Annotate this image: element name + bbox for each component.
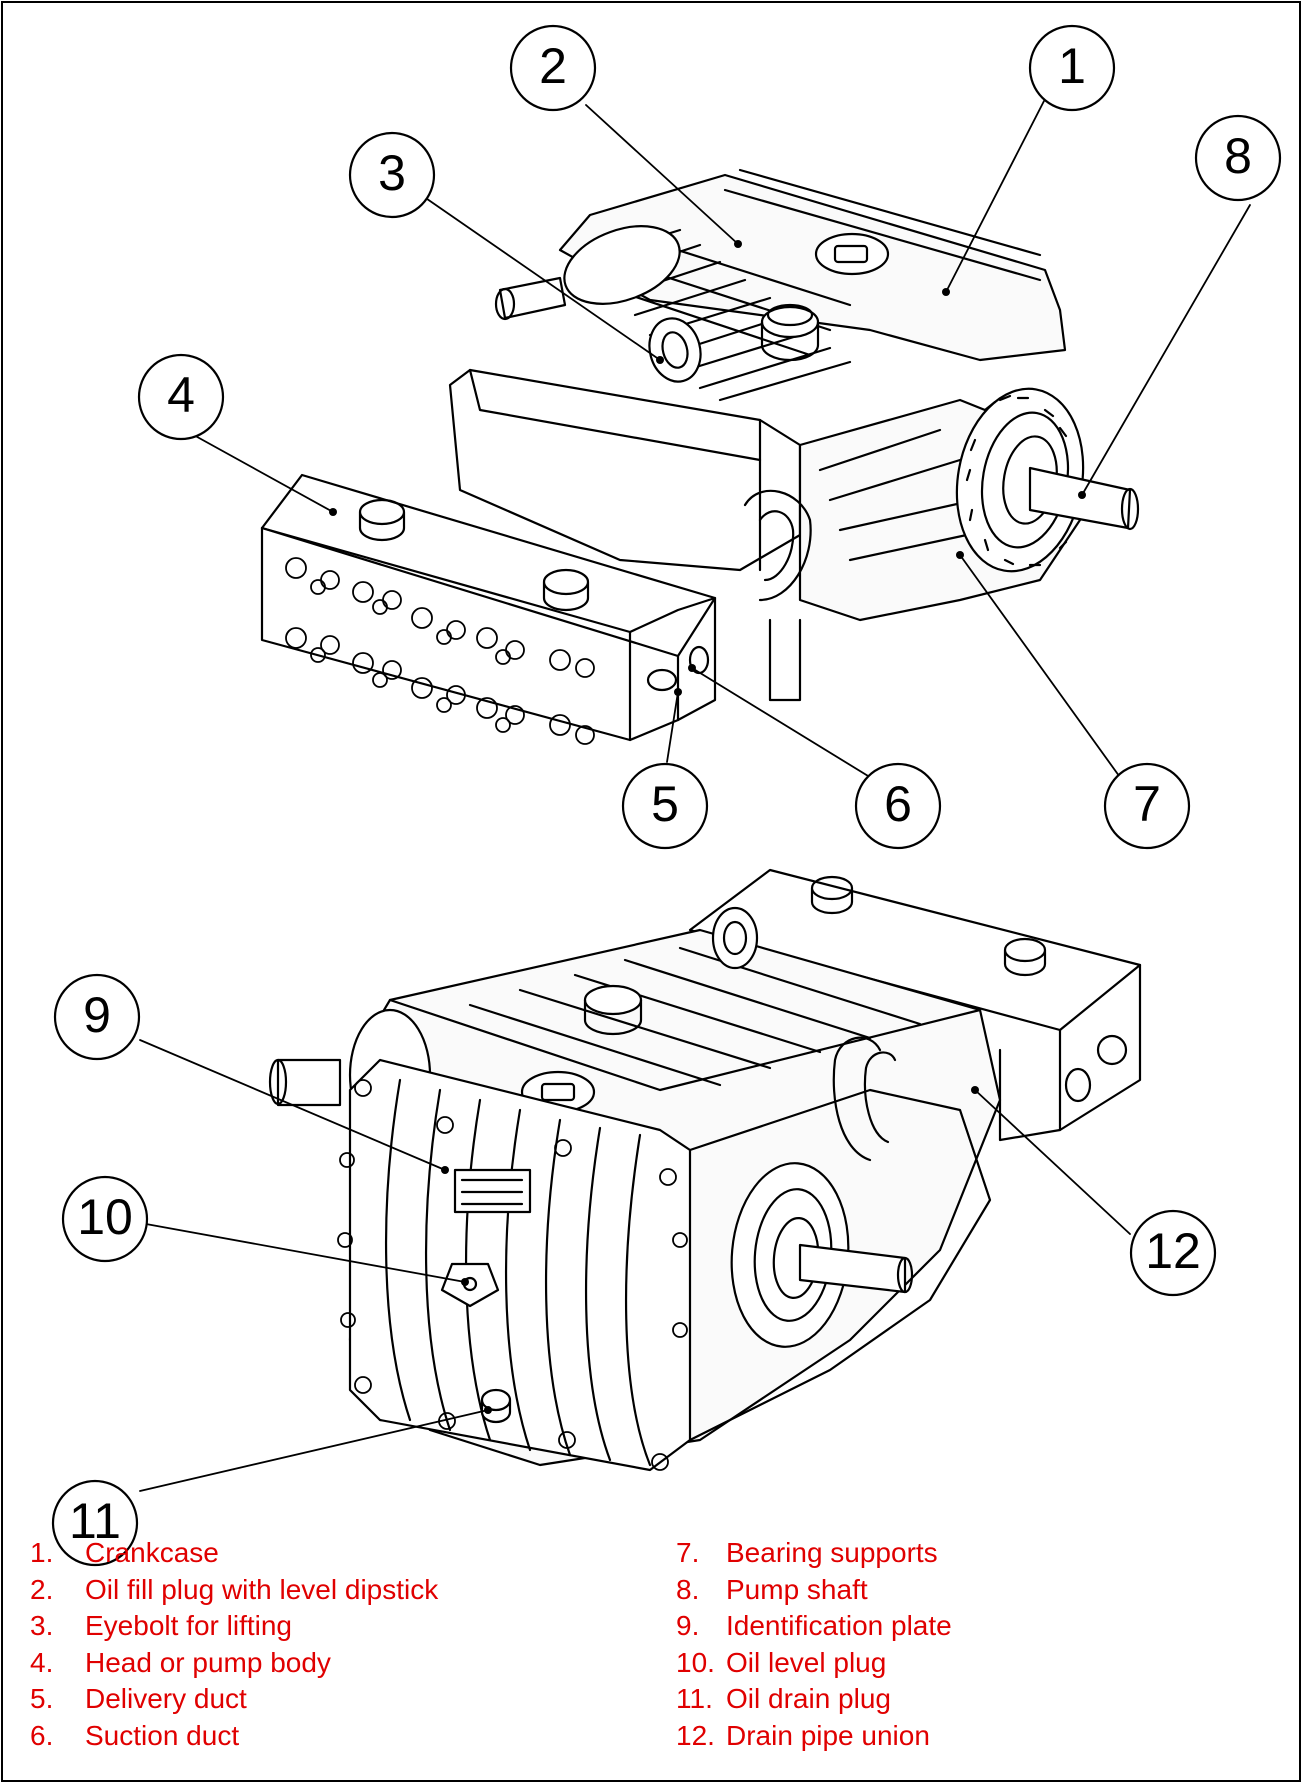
legend-item-delivery-duct: 5. Delivery duct	[30, 1681, 438, 1718]
legend-label: Drain pipe union	[726, 1719, 930, 1751]
legend-label: Oil drain plug	[726, 1683, 891, 1714]
legend-number: 7.	[676, 1537, 700, 1568]
legend-item-oil-fill-plug: 2. Oil fill plug with level dipstick	[30, 1572, 438, 1609]
legend-label: Delivery duct	[85, 1683, 247, 1714]
legend-label: Crankcase	[85, 1537, 219, 1568]
pump-top-view	[260, 168, 1140, 745]
legend-number: 3.	[30, 1610, 54, 1641]
callout-10: 10	[77, 1189, 133, 1245]
callout-11: 11	[69, 1493, 121, 1549]
callout-7: 7	[1133, 776, 1161, 832]
callout-9: 9	[83, 987, 111, 1043]
callout-leaders	[139, 100, 1251, 1492]
legend-number: 11.	[676, 1683, 713, 1714]
legend-item-bearing-supports: 7. Bearing supports	[676, 1535, 952, 1572]
callout-12: 12	[1145, 1223, 1201, 1279]
callout-circles	[51, 24, 1282, 1567]
callout-4: 4	[167, 367, 195, 423]
callout-8: 8	[1224, 128, 1252, 184]
legend-left-column: 1. Crankcase 2. Oil fill plug with level d…	[30, 1535, 438, 1754]
legend-item-oil-drain-plug: 11. Oil drain plug	[676, 1681, 952, 1718]
legend-label: Head or pump body	[85, 1646, 331, 1678]
legend-number: 1.	[30, 1537, 54, 1568]
legend-number: 10.	[676, 1646, 715, 1678]
legend-item-oil-level-plug: 10. Oil level plug	[676, 1645, 952, 1682]
legend-right-column: 7. Bearing supports 8. Pump shaft 9. Identi…	[676, 1535, 952, 1754]
legend-number: 2.	[30, 1573, 54, 1605]
callout-5: 5	[651, 776, 679, 832]
legend-number: 5.	[30, 1683, 54, 1714]
callout-numbers: 1 2 3 4 5 6 7 8 9 10 11 12	[69, 38, 1252, 1549]
callout-2: 2	[539, 38, 567, 94]
legend-item-eyebolt: 3. Eyebolt for lifting	[30, 1608, 438, 1645]
legend-number: 12.	[676, 1719, 715, 1751]
legend-item-head: 4. Head or pump body	[30, 1645, 438, 1682]
legend-label: Suction duct	[85, 1719, 240, 1751]
legend-item-crankcase: 1. Crankcase	[30, 1535, 438, 1572]
legend-label: Pump shaft	[726, 1573, 868, 1605]
legend-label: Oil fill plug with level dipstick	[85, 1573, 439, 1605]
callout-3: 3	[378, 145, 406, 201]
legend-label: Bearing supports	[726, 1537, 938, 1568]
legend-item-suction-duct: 6. Suction duct	[30, 1718, 438, 1755]
legend-number: 6.	[30, 1719, 54, 1751]
legend-item-identification-plate: 9. Identification plate	[676, 1608, 952, 1645]
legend-number: 8.	[676, 1573, 700, 1605]
legend-label: Eyebolt for lifting	[85, 1610, 292, 1641]
legend-number: 4.	[30, 1646, 54, 1678]
legend-label: Oil level plug	[726, 1646, 887, 1678]
legend-label: Identification plate	[726, 1610, 952, 1641]
callout-1: 1	[1058, 38, 1086, 94]
callout-6: 6	[884, 776, 912, 832]
pump-bottom-view	[268, 868, 1142, 1472]
legend-number: 9.	[676, 1610, 700, 1641]
legend-item-drain-pipe-union: 12. Drain pipe union	[676, 1718, 952, 1755]
legend-item-pump-shaft: 8. Pump shaft	[676, 1572, 952, 1609]
